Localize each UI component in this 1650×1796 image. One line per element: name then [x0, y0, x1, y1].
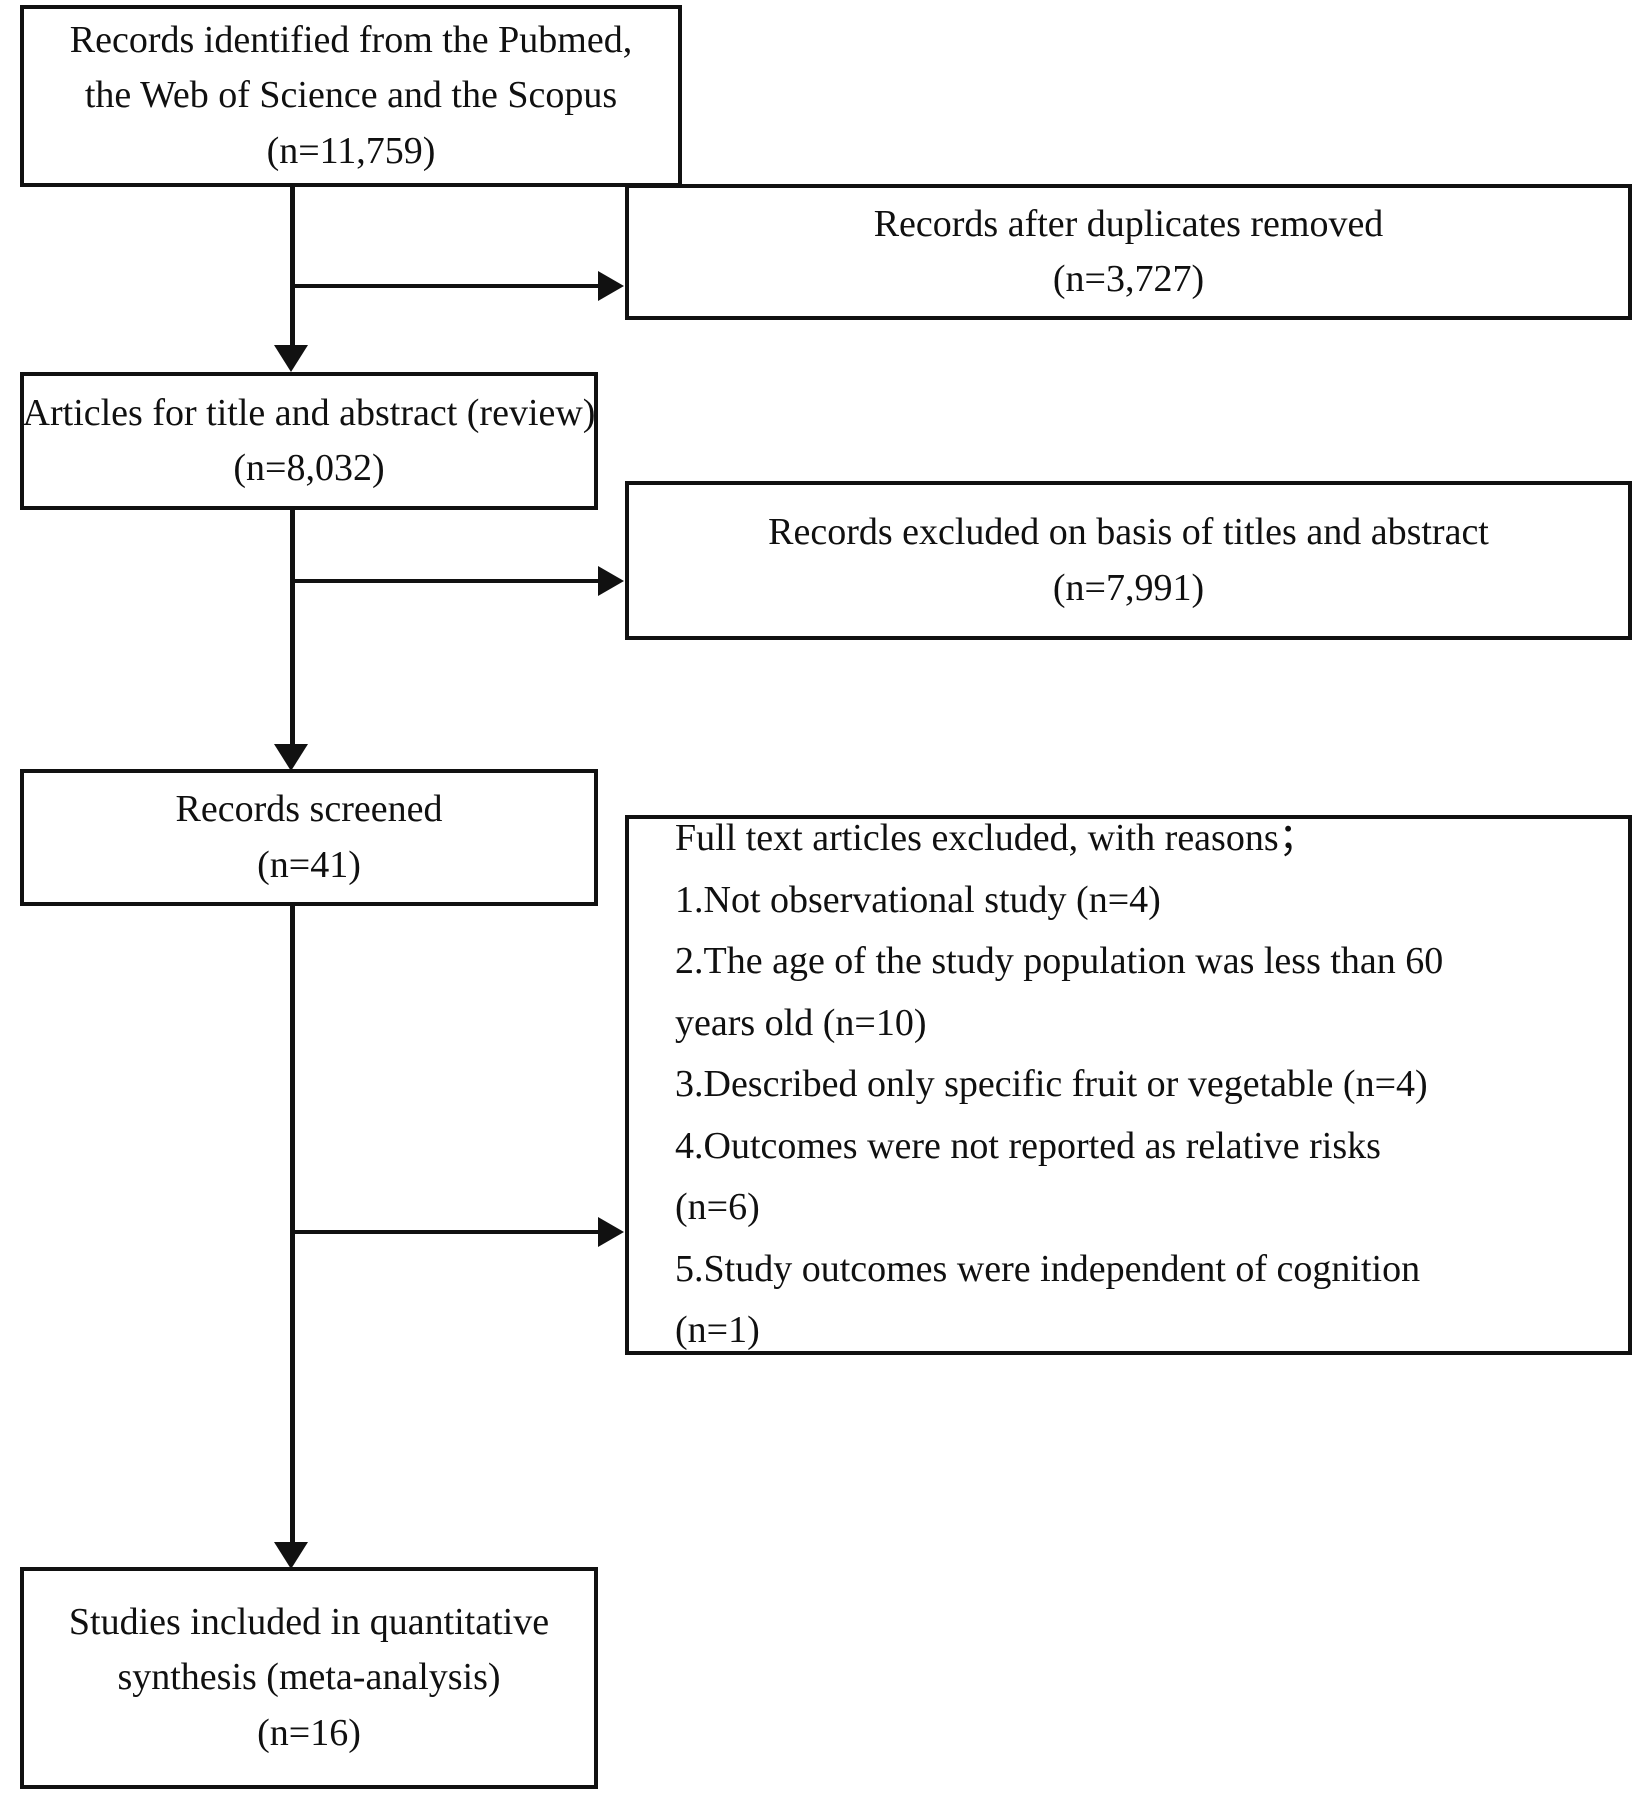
node-title-abstract-review: Articles for title and abstract (review)…	[20, 372, 598, 510]
node-records-screened: Records screened (n=41)	[20, 769, 598, 906]
node-title-abstract-review-count: (n=8,032)	[233, 447, 385, 489]
connector-to-duplicates-removed	[292, 284, 602, 288]
fulltext-excluded-reason-3: 3.Described only specific fruit or veget…	[675, 1063, 1428, 1106]
arrowhead-into-records-screened	[274, 744, 308, 771]
node-excluded-titles-abstract: Records excluded on basis of titles and …	[625, 481, 1632, 640]
fulltext-excluded-reason-1: 1.Not observational study (n=4)	[675, 878, 1161, 921]
node-excluded-titles-abstract-line1: Records excluded on basis of titles and …	[768, 511, 1489, 554]
node-records-screened-line1: Records screened	[175, 788, 443, 831]
fulltext-excluded-reason-2-line2: years old (n=10)	[675, 1001, 927, 1044]
node-studies-included-line1: Studies included in quantitative	[68, 1600, 550, 1643]
node-title-abstract-review-line1: Articles for title and abstract (review)	[22, 391, 596, 434]
node-excluded-titles-abstract-count: (n=7,991)	[1052, 566, 1205, 609]
arrowhead-into-fulltext-excluded	[598, 1217, 624, 1247]
node-duplicates-removed-line1: Records after duplicates removed	[873, 202, 1384, 245]
arrowhead-into-excluded-titles-abstract	[598, 566, 624, 596]
connector-title-abstract-to-screened	[290, 508, 295, 746]
fulltext-excluded-reason-5-line1: 5.Study outcomes were independent of cog…	[675, 1247, 1421, 1290]
connector-to-excluded-titles-abstract	[292, 579, 602, 583]
fulltext-excluded-reason-5-line2: (n=1)	[675, 1309, 760, 1352]
node-records-identified-line1: Records identified from the Pubmed,	[69, 18, 633, 61]
node-duplicates-removed-count: (n=3,727)	[1052, 258, 1205, 300]
node-duplicates-removed: Records after duplicates removed (n=3,72…	[625, 184, 1632, 320]
fulltext-excluded-reason-2-line1: 2.The age of the study population was le…	[675, 940, 1444, 983]
node-records-screened-count: (n=41)	[257, 843, 361, 886]
arrowhead-into-studies-included	[274, 1542, 308, 1569]
arrowhead-into-duplicates-removed	[598, 271, 624, 301]
fulltext-excluded-reason-4-line2: (n=6)	[675, 1186, 760, 1229]
node-fulltext-excluded-reasons: Full text articles excluded, with reason…	[625, 815, 1632, 1355]
node-studies-included-line2: synthesis (meta-analysis)	[117, 1656, 501, 1699]
connector-screened-to-included	[290, 904, 295, 1544]
node-records-identified-line2: the Web of Science and the Scopus	[84, 74, 618, 117]
node-studies-included-count: (n=16)	[257, 1711, 361, 1754]
fulltext-excluded-reason-4-line1: 4.Outcomes were not reported as relative…	[675, 1124, 1381, 1167]
connector-identified-to-title-abstract	[290, 185, 295, 347]
fulltext-excluded-heading: Full text articles excluded, with reason…	[675, 817, 1317, 860]
connector-to-fulltext-excluded	[292, 1230, 602, 1234]
node-records-identified: Records identified from the Pubmed, the …	[20, 5, 682, 187]
node-records-identified-count: (n=11,759)	[266, 129, 436, 172]
node-studies-included: Studies included in quantitative synthes…	[20, 1567, 598, 1789]
arrowhead-into-title-abstract	[274, 345, 308, 372]
